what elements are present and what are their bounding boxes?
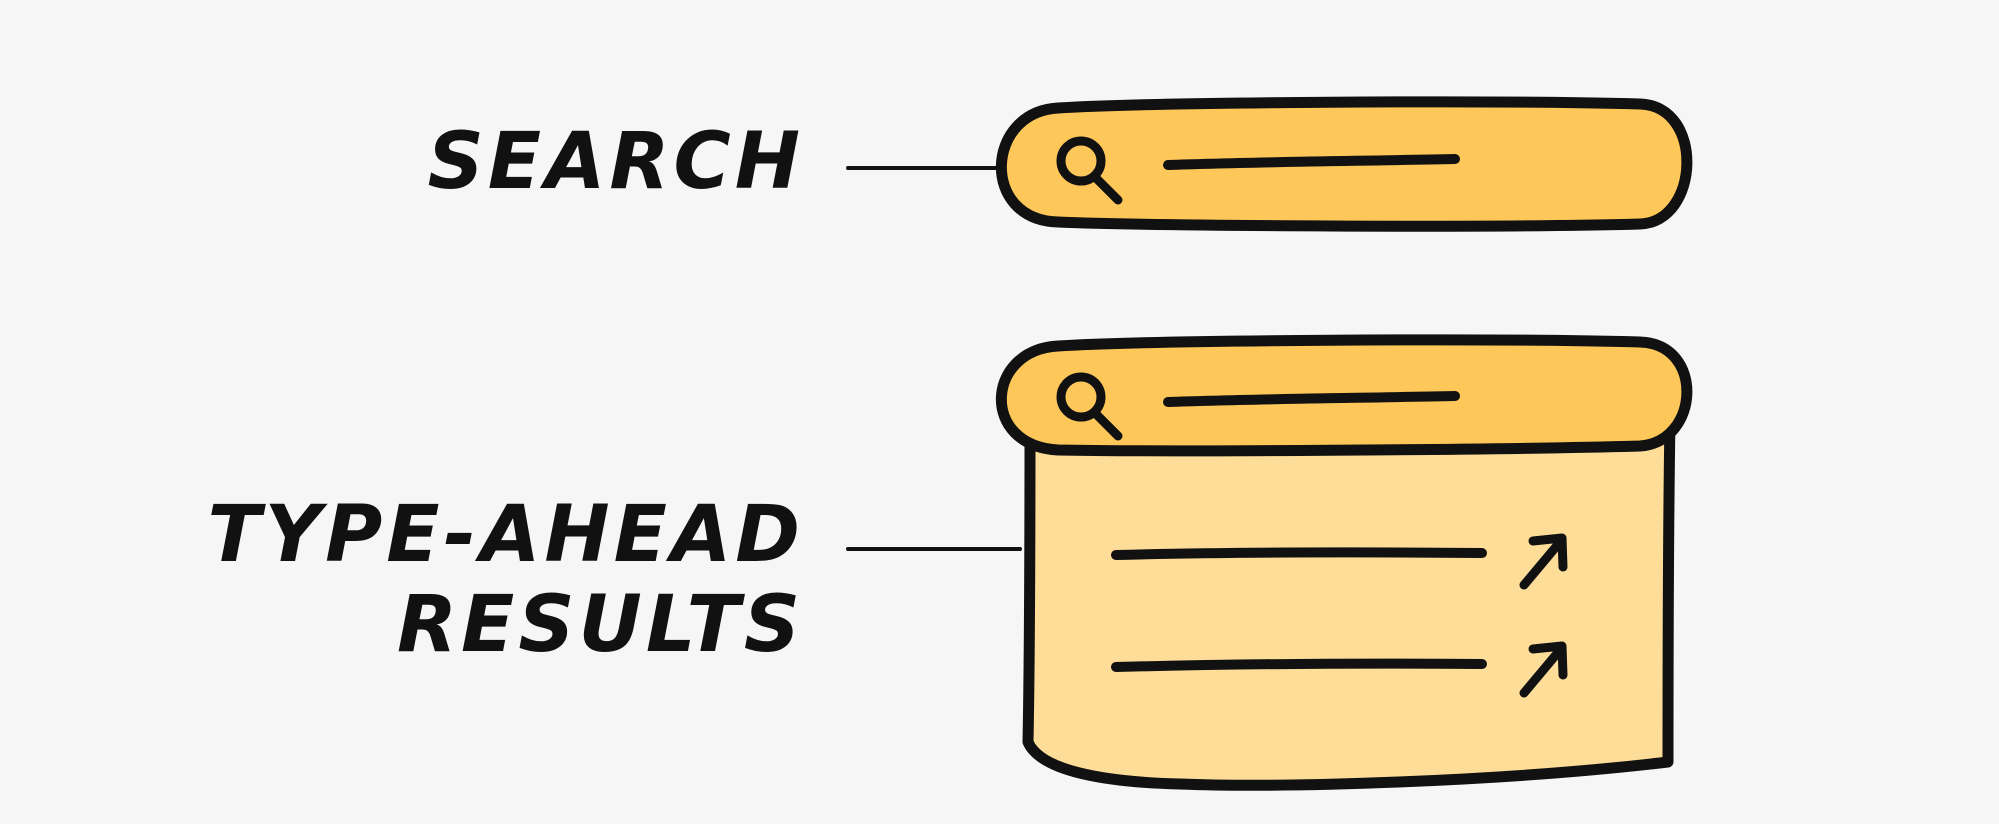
typeahead-search-bar[interactable] — [995, 334, 1693, 457]
result-text-line — [1111, 547, 1487, 560]
typeahead-input-placeholder-line — [1163, 391, 1460, 407]
search-input-placeholder-line — [1163, 154, 1460, 170]
typeahead-results-panel — [1022, 414, 1676, 791]
search-bar[interactable] — [995, 96, 1693, 232]
result-text-line — [1111, 658, 1487, 672]
result-row[interactable] — [1111, 533, 1568, 590]
search-icon — [1056, 136, 1123, 205]
result-row[interactable] — [1111, 641, 1568, 698]
results-panel-shape — [1022, 414, 1676, 791]
arrow-up-right-icon — [1519, 641, 1568, 698]
search-label: SEARCH — [427, 117, 804, 207]
typeahead-label-line-2: RESULTS — [396, 580, 804, 670]
typeahead-label-line-1: TYPE-AHEAD — [207, 490, 804, 580]
arrow-up-right-icon — [1519, 533, 1568, 590]
search-icon — [1056, 372, 1123, 441]
typeahead-results-label: TYPE-AHEAD RESULTS — [207, 490, 804, 670]
